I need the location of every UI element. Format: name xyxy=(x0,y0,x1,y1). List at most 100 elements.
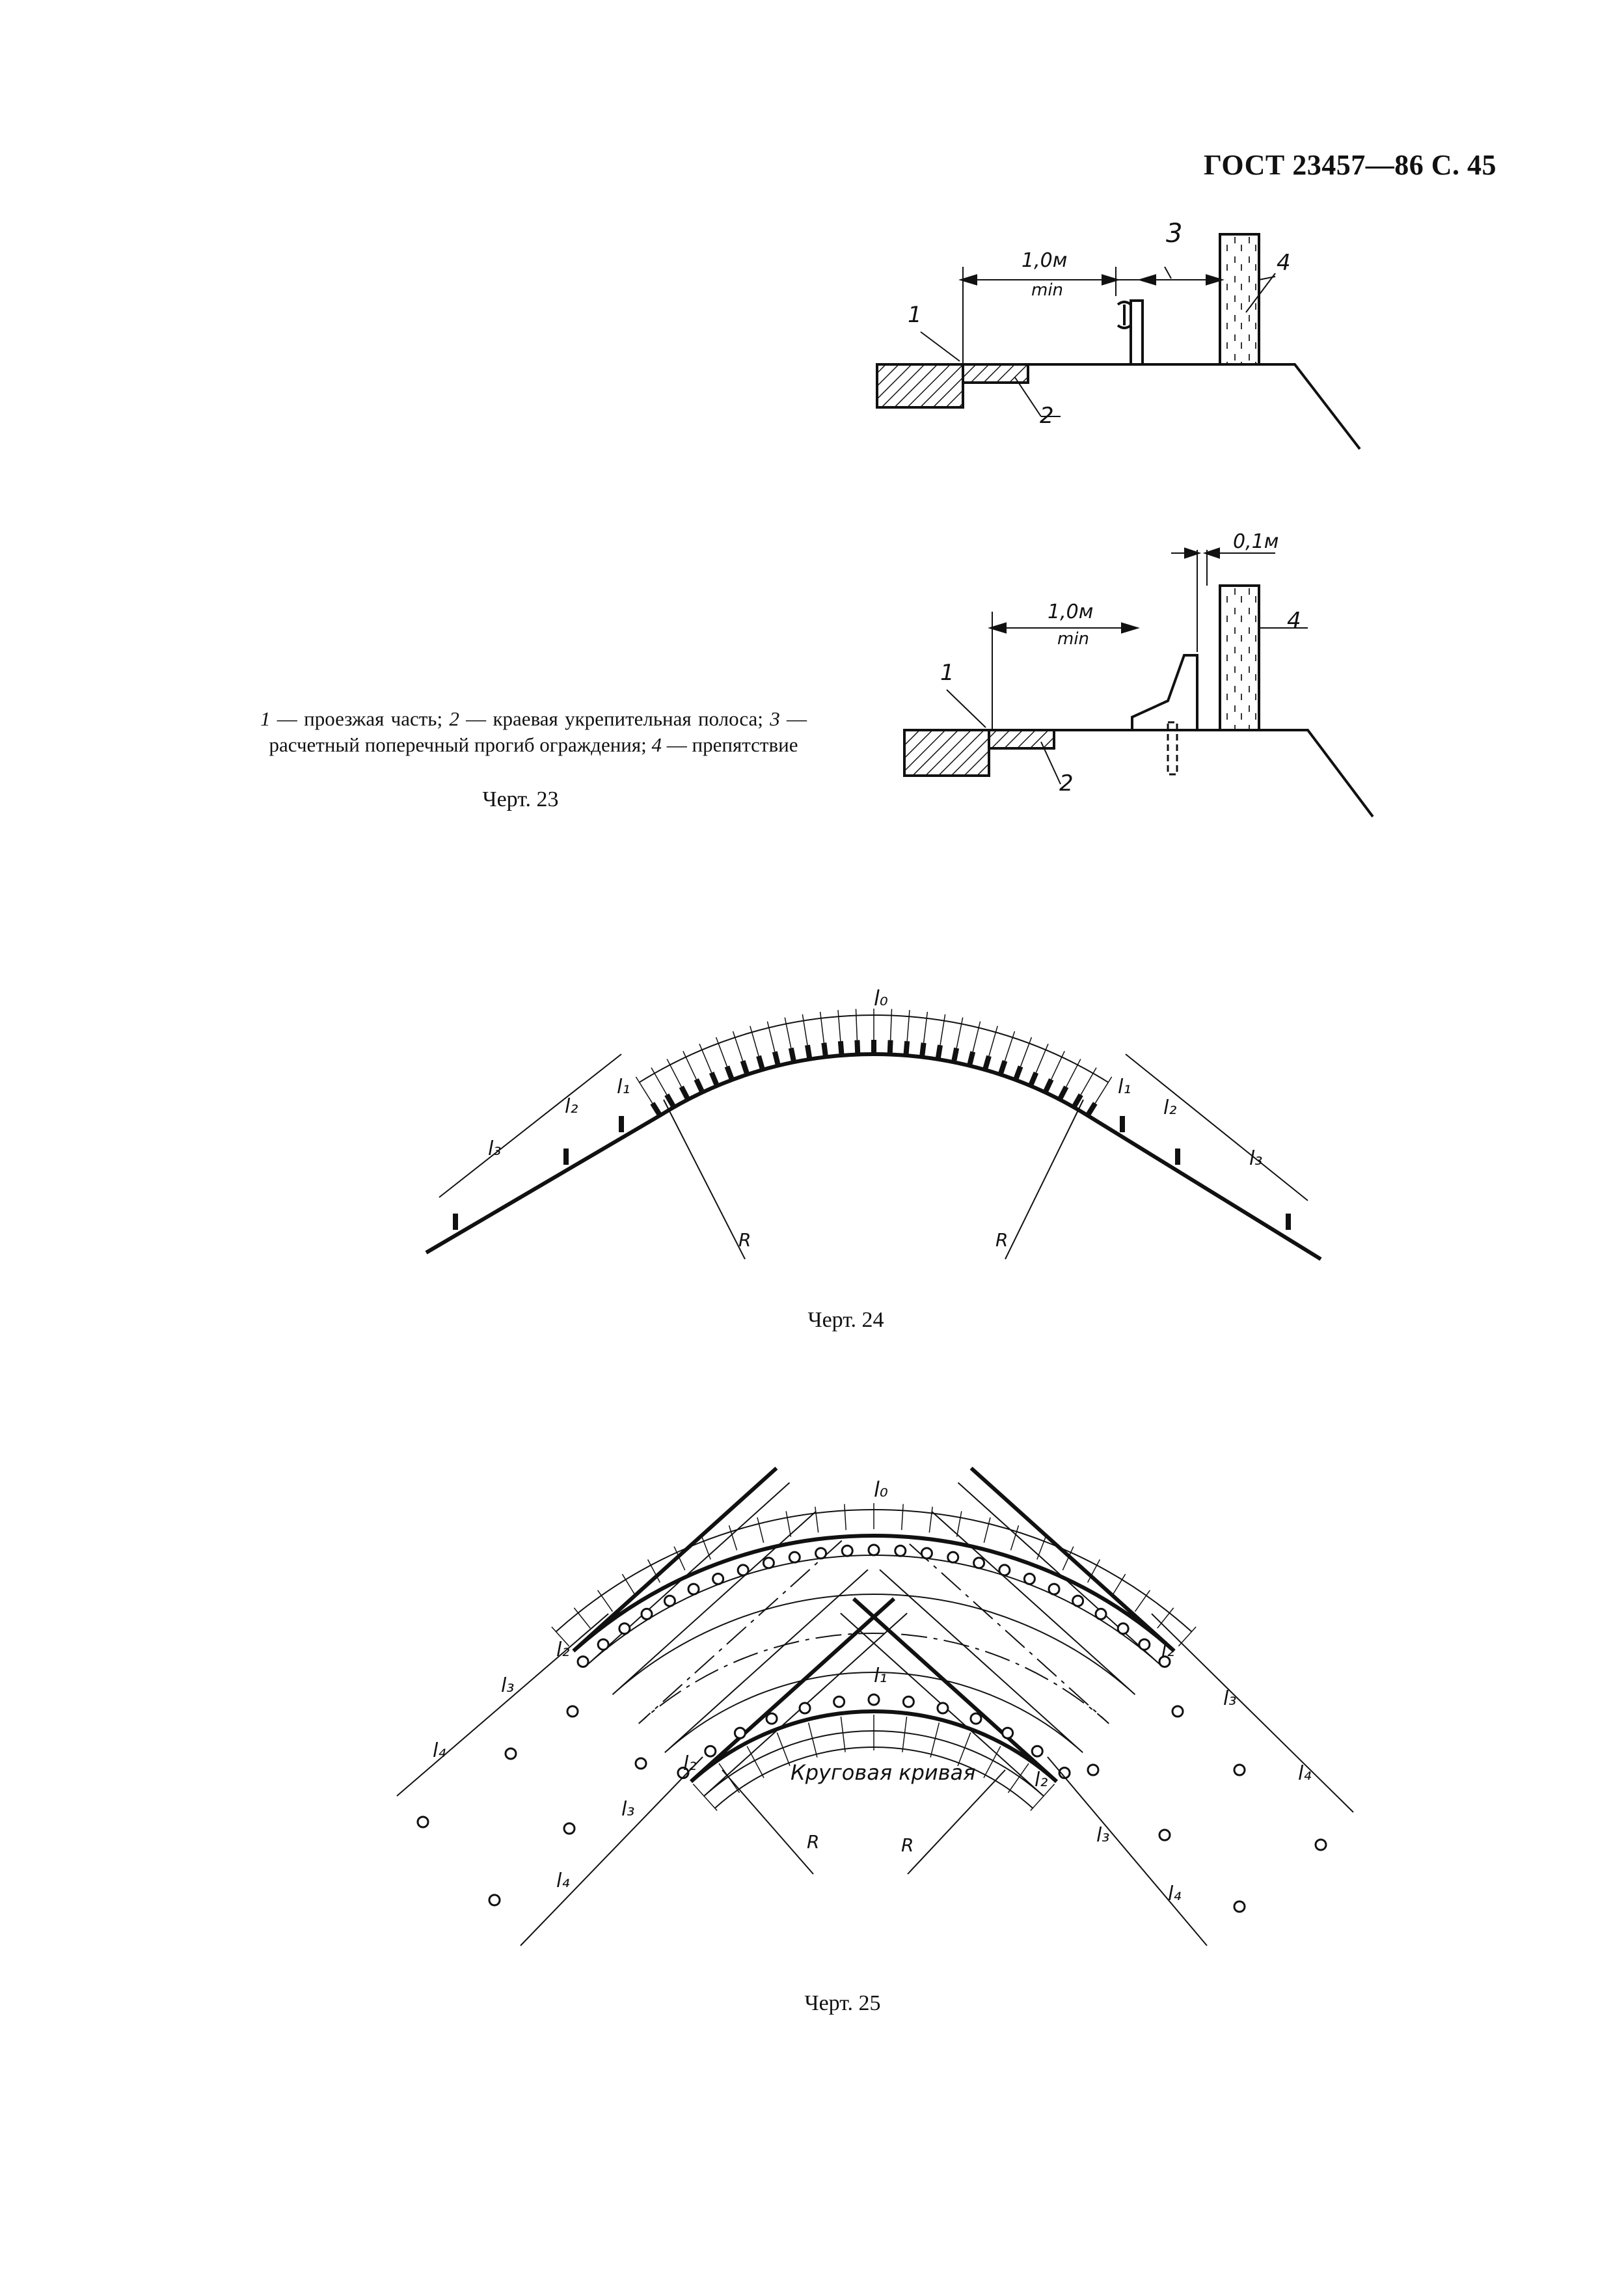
fig24-extension-line xyxy=(906,1010,910,1042)
fig24-extension-line xyxy=(784,1017,792,1048)
fig25-outer-post xyxy=(1048,1583,1061,1596)
fig24-right-dimension-line xyxy=(1125,1054,1308,1201)
fig23-top-dimension: 1,0м xyxy=(1022,249,1067,272)
fig24-extension-line xyxy=(972,1021,981,1052)
fig23-bottom-dimension-sub: min xyxy=(1057,629,1089,649)
fig25-tick xyxy=(983,1517,991,1543)
fig25-label-l3-right-outer: l₃ xyxy=(1223,1687,1236,1710)
fig25-label-l2-left-inner: l₂ xyxy=(683,1752,696,1775)
fig25-inner-post xyxy=(833,1695,846,1708)
fig25-tick xyxy=(956,1511,962,1537)
fig24-extension-line xyxy=(988,1026,998,1057)
fig25-label-l4-left-inner: l₄ xyxy=(556,1869,569,1892)
fig25-tick xyxy=(815,1506,819,1533)
fig25-tick xyxy=(930,1722,940,1758)
fig24-label-l2-left: l₂ xyxy=(565,1095,578,1118)
fig25-outer-post xyxy=(576,1655,589,1668)
fig24-post-mark xyxy=(694,1078,705,1094)
legend-text-4: — препятствие xyxy=(662,733,798,756)
fig23-bottom-label-2: 2 xyxy=(1059,770,1074,796)
fig24-extension-line xyxy=(651,1067,668,1095)
fig24-post-mark xyxy=(1013,1065,1023,1081)
fig25-label-l2-right-inner: l₂ xyxy=(1035,1769,1048,1791)
fig23-top-label-3: 3 xyxy=(1166,219,1182,249)
fig25-label-l3-left-inner: l₃ xyxy=(621,1798,634,1821)
fig25-tick xyxy=(1134,1590,1151,1612)
fig25-inner-guardrail xyxy=(689,1597,1059,1784)
legend-text-2: — краевая укрепитель­ная полоса; xyxy=(459,707,770,730)
fig25-tick xyxy=(597,1590,614,1612)
fig24-extension-line xyxy=(715,1037,728,1067)
fig25-straight-post xyxy=(416,1815,429,1829)
fig24-extension-line xyxy=(1094,1076,1113,1104)
fig24-post-mark xyxy=(679,1085,690,1101)
fig25-tick xyxy=(551,1626,570,1647)
fig25-tick xyxy=(728,1525,738,1551)
fig25-outer-post xyxy=(998,1564,1011,1577)
fig25-tick xyxy=(1007,1763,1029,1793)
fig25-inner-post xyxy=(1001,1726,1014,1739)
fig24-extension-line xyxy=(923,1011,928,1043)
fig24-post-mark xyxy=(982,1055,992,1071)
fig25-label-l2-left-outer: l₂ xyxy=(556,1638,569,1661)
fig24-extension-line xyxy=(855,1009,858,1040)
fig25-tick xyxy=(1036,1534,1047,1560)
fig25-centre-line xyxy=(638,1540,1109,1724)
fig24-post-mark xyxy=(1057,1085,1069,1101)
fig25-outer-post xyxy=(841,1544,854,1557)
fig24-label-l1-left: l₁ xyxy=(617,1076,630,1098)
fig25-tick xyxy=(807,1722,818,1758)
fig25-tick xyxy=(983,1746,1001,1778)
fig25-tick xyxy=(573,1607,591,1629)
fig25-tick xyxy=(900,1504,904,1530)
fig25-label-l4-right-inner: l₄ xyxy=(1168,1883,1181,1905)
fig25-straight-post xyxy=(1233,1763,1246,1776)
fig25-inner-post xyxy=(867,1693,880,1706)
page-header: ГОСТ 23457—86 С. 45 xyxy=(1204,149,1497,181)
fig25-outer-post xyxy=(815,1547,828,1560)
fig25-tick xyxy=(757,1517,765,1543)
fig25-right-inner-dimension-line xyxy=(1047,1756,1208,1946)
fig25-tick xyxy=(1010,1525,1020,1551)
fig25-tick xyxy=(621,1573,636,1597)
fig24-extension-line xyxy=(1020,1037,1033,1067)
fig23-top-dimension-sub: min xyxy=(1031,280,1063,300)
fig25-straight-post xyxy=(563,1822,576,1835)
fig24-post-mark xyxy=(837,1040,845,1056)
fig25-straight-post xyxy=(1233,1900,1246,1913)
fig25-outer-post xyxy=(737,1564,750,1577)
legend-number-3: 3 xyxy=(770,707,780,730)
fig25-tick xyxy=(1062,1546,1074,1571)
fig24-post-mark xyxy=(756,1055,765,1071)
fig25-tick xyxy=(928,1506,933,1533)
fig25-straight-post xyxy=(488,1894,501,1907)
fig24-post-mark xyxy=(1028,1071,1039,1087)
fig25-outer-post xyxy=(1023,1572,1036,1585)
fig24-extension-line xyxy=(1066,1059,1081,1087)
fig24-extension-line xyxy=(1080,1067,1097,1095)
fig25-tick xyxy=(776,1732,791,1767)
fig24-label-l1-right: l₁ xyxy=(1118,1076,1131,1098)
fig25-inner-post xyxy=(902,1695,915,1708)
figure-24-title: Черт. 24 xyxy=(807,1308,884,1332)
fig25-outer-post xyxy=(640,1607,653,1620)
fig25-tick xyxy=(647,1559,661,1583)
fig24-extension-line xyxy=(699,1043,712,1073)
fig24-post-mark xyxy=(650,1102,662,1117)
fig23-top-label-1: 1 xyxy=(908,302,922,328)
fig25-outer-guardrail xyxy=(572,1466,1176,1653)
fig25-outer-post xyxy=(712,1572,725,1585)
fig24-extension-line xyxy=(683,1051,697,1080)
fig24-dimension-arc xyxy=(639,1014,1109,1083)
fig25-straight-post xyxy=(1171,1705,1184,1718)
fig25-outer-post xyxy=(1072,1594,1085,1607)
fig24-radius-line-left xyxy=(663,1099,746,1260)
fig25-right-dimension-line xyxy=(1151,1613,1354,1813)
fig25-outer-post xyxy=(687,1583,700,1596)
fig25-outer-post xyxy=(1116,1622,1130,1635)
fig24-post-mark xyxy=(997,1060,1008,1076)
fig25-label-r-right: R xyxy=(901,1834,914,1856)
fig25-lane-line xyxy=(612,1511,1136,1695)
fig24-extension-line xyxy=(750,1026,759,1057)
fig24-post-mark xyxy=(788,1047,797,1063)
